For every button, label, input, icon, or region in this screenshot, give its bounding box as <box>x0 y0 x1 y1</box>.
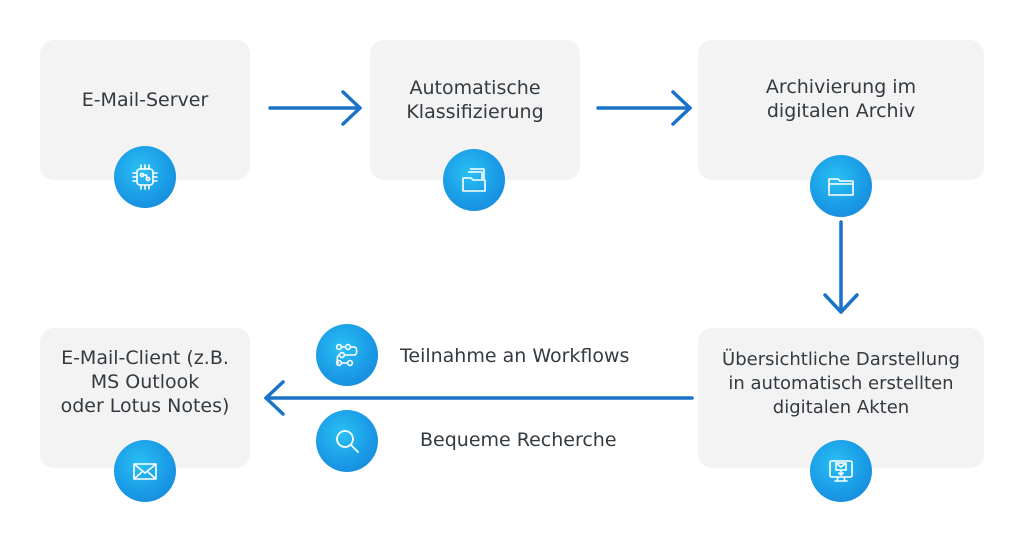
node-archive-label: Archivierung im digitalen Archiv <box>765 76 917 122</box>
monitor-mail-icon <box>810 440 872 502</box>
node-email-server-label: E-Mail-Server <box>81 89 209 111</box>
node-email-client-label: E-Mail-Client (z.B. MS Outlook oder Lotu… <box>60 347 230 417</box>
cpu-chip-icon <box>114 146 176 208</box>
arrow-classification-to-archive <box>596 90 692 126</box>
feature-search-label: Bequeme Recherche <box>420 429 617 451</box>
envelope-icon <box>114 440 176 502</box>
folder-documents-icon <box>443 149 505 211</box>
node-digital-files-label: Übersichtliche Darstellung in automatisc… <box>722 349 960 418</box>
arrow-digital-files-to-client <box>264 380 694 416</box>
arrow-server-to-classification <box>268 90 362 126</box>
node-digital-files: Übersichtliche Darstellung in automatisc… <box>698 328 984 468</box>
node-classification-label: Automatische Klassifizierung <box>406 77 544 123</box>
feature-workflows-label: Teilnahme an Workflows <box>400 345 630 367</box>
arrow-archive-to-digital-files <box>823 220 859 314</box>
workflow-icon <box>316 324 378 386</box>
folder-icon <box>810 155 872 217</box>
magnifier-icon <box>316 410 378 472</box>
